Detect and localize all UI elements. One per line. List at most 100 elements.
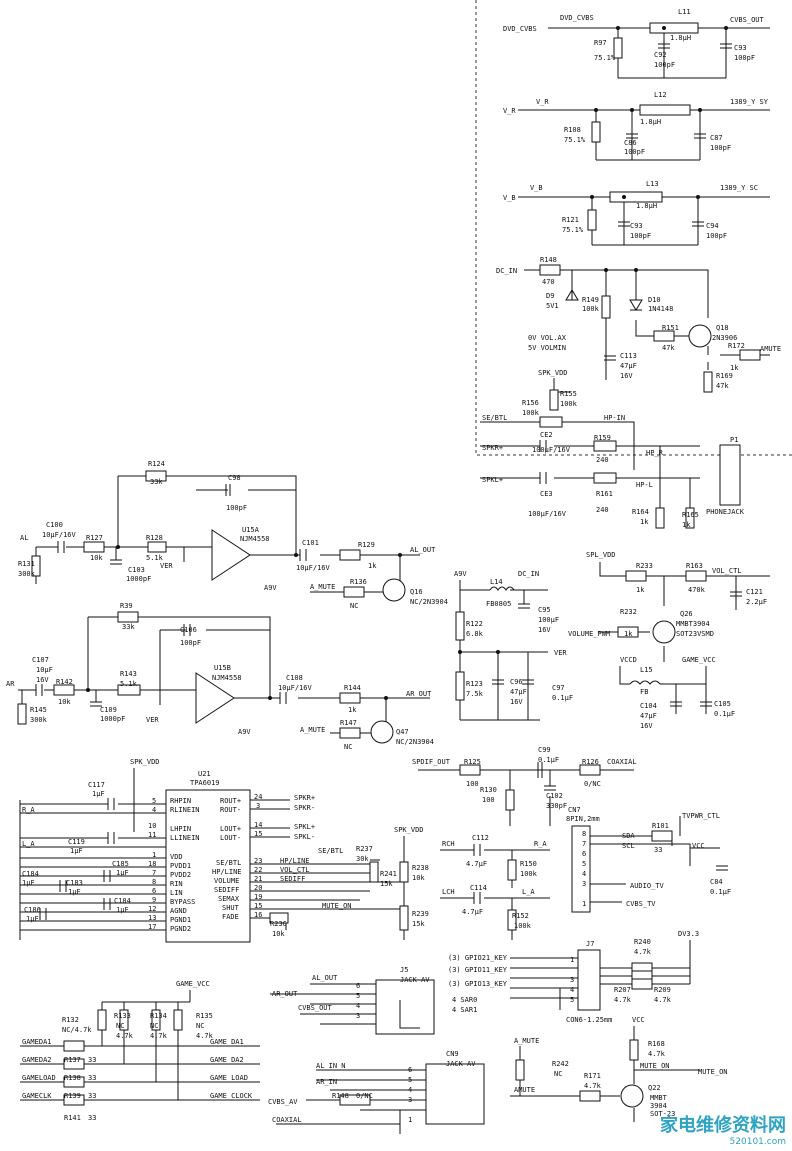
schematic-label: A_MUTE — [310, 583, 335, 591]
schematic-label: GAMECLK — [22, 1092, 52, 1100]
schematic-label: R127 — [86, 534, 103, 542]
schematic-label: 16 — [254, 911, 262, 919]
schematic-label: L14 — [490, 578, 503, 586]
schematic-label: P1 — [730, 436, 738, 444]
schematic-label: R39 — [120, 602, 133, 610]
schematic-label: SPKR+ — [482, 444, 503, 452]
schematic-label: SOT23VSMD — [676, 630, 714, 638]
schematic-label: C93 — [630, 222, 643, 230]
schematic-label: AL_IN_N — [316, 1062, 346, 1070]
schematic-label: 4 — [582, 870, 586, 878]
schematic-label: 100μF/16V — [528, 510, 567, 518]
schematic-label: HP_R — [646, 449, 664, 457]
schematic-label: 0.1μF — [710, 888, 731, 896]
schematic-label: RCH — [442, 840, 455, 848]
schematic-label: R147 — [340, 719, 357, 727]
schematic-label: AR_IN — [316, 1078, 337, 1086]
schematic-label: C97 — [552, 684, 565, 692]
schematic-label: R144 — [344, 684, 361, 692]
schematic-label: 2.2μF — [746, 598, 767, 606]
schematic-label: 100pF — [710, 144, 731, 152]
schematic-label: R97 — [594, 39, 607, 47]
schematic-label: NC — [350, 602, 358, 610]
schematic-label: 4.7k — [584, 1082, 602, 1090]
schematic-label: 330pF — [546, 802, 567, 810]
schematic-label: C96 — [510, 678, 523, 686]
signal-cvbs-out: CVBS_OUT — [730, 16, 765, 24]
schematic-label: C108 — [286, 674, 303, 682]
schematic-label: VOLUME — [214, 877, 239, 885]
schematic-label: R139 — [64, 1092, 81, 1100]
schematic-label: 4.7k — [196, 1032, 214, 1040]
schematic-label: R239 — [412, 910, 429, 918]
schematic-label: NC/2N3904 — [410, 598, 448, 606]
watermark-text: 家电维修资料网 — [660, 1115, 786, 1136]
schematic-label: HP-L — [636, 481, 653, 489]
schematic-label: 1k — [640, 518, 649, 526]
schematic-label: R121 — [562, 216, 579, 224]
schematic-label: 7 — [582, 840, 586, 848]
schematic-label: C119 — [68, 838, 85, 846]
schematic-label: ROUT- — [220, 806, 241, 814]
schematic-label: 1000pF — [100, 715, 125, 723]
schematic-label: 10μF — [36, 666, 53, 674]
schematic-label: FB0805 — [486, 600, 511, 608]
schematic-label: 10 — [148, 822, 156, 830]
schematic-label: 240 — [596, 506, 609, 514]
schematic-label: C101 — [302, 539, 319, 547]
schematic-label: C99 — [538, 746, 551, 754]
schematic-label: RIN — [170, 880, 183, 888]
schematic-label: 4 SAR0 — [452, 996, 477, 1004]
schematic-label: SPL_VDD — [586, 551, 616, 559]
schematic-label: 0V VOL.AX — [528, 334, 567, 342]
schematic-label: D10 — [648, 296, 661, 304]
schematic-label: 5.1k — [120, 680, 138, 688]
schematic-label: CVBS_OUT — [298, 1004, 333, 1012]
schematic-label: R242 — [552, 1060, 569, 1068]
schematic-label: LOUT+ — [220, 825, 241, 833]
schematic-label: R108 — [564, 126, 581, 134]
schematic-label: VOLUME_PWM — [568, 630, 610, 638]
schematic-label: R151 — [662, 324, 679, 332]
schematic-label: AMUTE — [760, 345, 781, 353]
schematic-label: 4.7k — [654, 996, 672, 1004]
schematic-label: CN7 — [568, 806, 581, 814]
schematic-label: LHPIN — [170, 825, 191, 833]
schematic-label: 47k — [716, 382, 729, 390]
schematic-label: 5V VOLMIN — [528, 344, 566, 352]
schematic-label: 100pF — [226, 504, 247, 512]
schematic-label: 4 — [356, 1002, 360, 1010]
schematic-label: A9V — [238, 728, 251, 736]
schematic-label: 10k — [272, 930, 285, 938]
schematic-label: R156 — [522, 399, 539, 407]
schematic-label: 7.5k — [466, 690, 484, 698]
schematic-label: CVBS_TV — [626, 900, 656, 908]
schematic-label: VCCD — [620, 656, 637, 664]
schematic-label: Q18 — [716, 324, 729, 332]
schematic-label: C109 — [100, 706, 117, 714]
schematic-label: R171 — [584, 1072, 601, 1080]
schematic-label: SPK_VDD — [394, 826, 424, 834]
schematic-label: PGND1 — [170, 916, 191, 924]
schematic-label: R135 — [196, 1012, 213, 1020]
schematic-label: 1k — [636, 586, 645, 594]
schematic-label: (3) GPIO11_KEY — [448, 966, 508, 974]
schematic-label: 33 — [88, 1056, 96, 1064]
schematic-label: 5 — [582, 860, 586, 868]
schematic-label: 3 — [570, 976, 574, 984]
schematic-label: 100μF — [538, 616, 559, 624]
schematic-label: C114 — [470, 884, 487, 892]
schematic-label: SEDIFF — [214, 886, 239, 894]
schematic-label: 75.1% — [562, 226, 584, 234]
schematic-label: RLINEIN — [170, 806, 200, 814]
schematic-label: VER — [146, 716, 159, 724]
schematic-label: 33k — [150, 478, 163, 486]
schematic-label: R152 — [512, 912, 529, 920]
schematic-label: 23 — [254, 857, 262, 865]
schematic-label: 6 — [582, 850, 586, 858]
